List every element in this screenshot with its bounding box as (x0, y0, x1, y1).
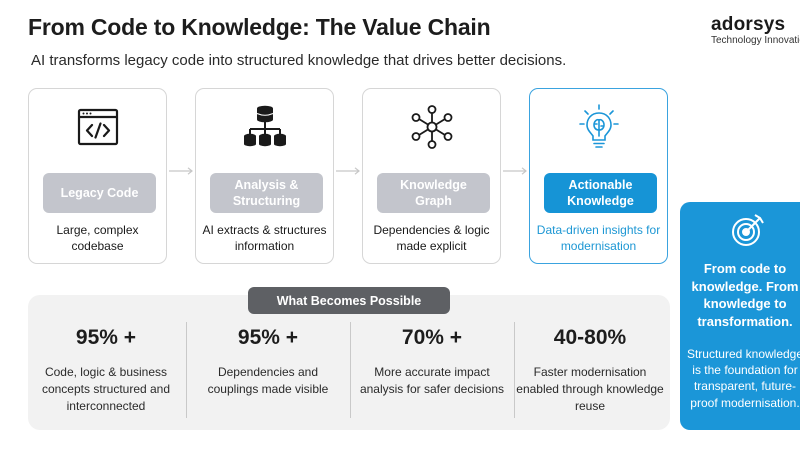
arrow-right-icon (503, 167, 527, 175)
knowledge-graph-icon (411, 105, 453, 149)
database-hierarchy-icon (244, 105, 286, 147)
code-window-icon (77, 108, 119, 146)
stat-description: Code, logic & business concepts structur… (41, 365, 171, 413)
value-chain-card-actionable-knowledge: Actionable Knowledge Data-driven insight… (529, 88, 668, 264)
stat-description: Faster modernisation enabled through kno… (516, 365, 664, 413)
stat-value: 95% + (237, 326, 299, 349)
value-chain-card-analysis: Analysis & Structuring AI extracts & str… (195, 88, 334, 264)
stat-divider (350, 322, 351, 418)
stat-divider (514, 322, 515, 418)
page-title: From Code to Knowledge: The Value Chain (28, 14, 491, 40)
arrow-right-icon (169, 167, 193, 175)
card-label: Actionable Knowledge (544, 173, 657, 213)
page-subtitle: AI transforms legacy code into structure… (31, 52, 567, 69)
card-label: Knowledge Graph (377, 173, 490, 213)
card-description: Large, complex codebase (56, 223, 139, 254)
brand-logo: adorsys Technology Innovation (711, 14, 800, 50)
value-chain-card-legacy-code: Legacy Code Large, complex codebase (28, 88, 167, 264)
possibilities-heading: What Becomes Possible (248, 287, 450, 314)
target-icon (732, 214, 764, 246)
card-label: Legacy Code (43, 173, 156, 213)
brand-tagline: Technology Innovation (711, 35, 800, 46)
stat-item: 95% + Code, logic & business concepts st… (30, 324, 182, 414)
stat-item: 70% + More accurate impact analysis for … (356, 324, 508, 398)
stat-value: 70% + (401, 326, 463, 349)
value-chain-card-knowledge-graph: Knowledge Graph Dependencies & logic mad… (362, 88, 501, 264)
stat-description: More accurate impact analysis for safer … (359, 365, 505, 396)
card-description: Data-driven insights for modernisation (536, 223, 661, 254)
stat-divider (186, 322, 187, 418)
callout-body: Structured knowledge is the foundation f… (686, 347, 800, 410)
stat-item: 95% + Dependencies and couplings made vi… (192, 324, 344, 398)
callout-box: From code to knowledge. From knowledge t… (680, 202, 800, 430)
callout-headline: From code to knowledge. From knowledge t… (691, 261, 799, 329)
stat-item: 40-80% Faster modernisation enabled thro… (514, 324, 666, 414)
arrow-right-icon (336, 167, 360, 175)
stat-value: 95% + (75, 326, 137, 349)
card-label: Analysis & Structuring (210, 173, 323, 213)
card-description: Dependencies & logic made explicit (373, 223, 490, 254)
card-description: AI extracts & structures information (202, 223, 327, 254)
possibilities-panel (28, 295, 670, 430)
stat-value: 40-80% (553, 326, 627, 349)
stat-description: Dependencies and couplings made visible (207, 365, 329, 396)
ai-lightbulb-icon (579, 104, 619, 148)
brand-name: adorsys (711, 14, 786, 35)
